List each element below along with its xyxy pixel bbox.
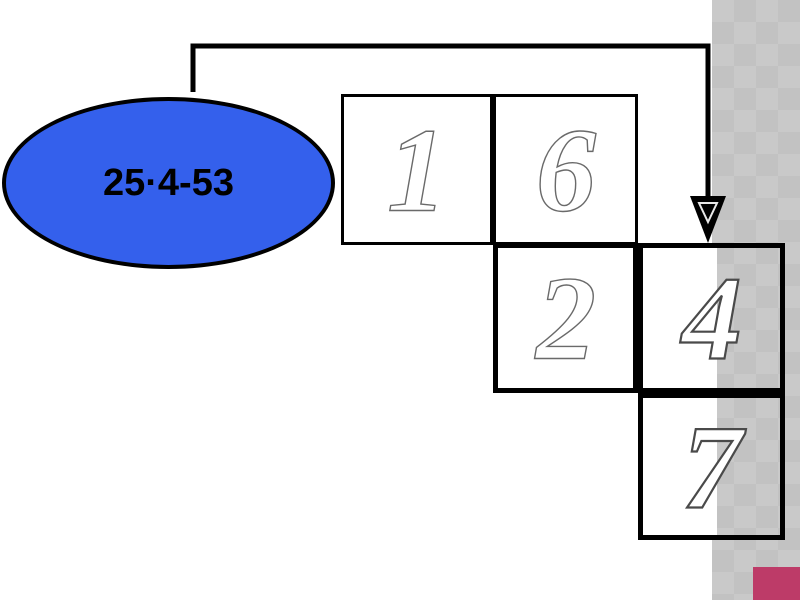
callout-label: 25·4-53 (103, 162, 234, 204)
grid-cell-4[interactable]: 4 (638, 243, 785, 393)
digit-text: 4 (680, 252, 742, 385)
digit-glyph-1: 1 (344, 97, 490, 242)
pink-square-marker (753, 567, 800, 600)
digit-text: 6 (536, 103, 596, 236)
grid-cell-2[interactable]: 2 (493, 243, 638, 393)
checkered-background-panel (712, 0, 800, 600)
digit-text: 1 (387, 103, 447, 236)
cell-4-white-half (643, 248, 717, 388)
digit-text: 7 (682, 400, 746, 533)
digit-glyph-4: 4 (643, 248, 780, 388)
grid-cell-7[interactable]: 7 (638, 393, 785, 540)
digit-glyph-6: 6 (496, 97, 635, 242)
grid-cell-1[interactable]: 1 (341, 94, 493, 245)
digit-glyph-2: 2 (498, 248, 633, 388)
grid-cell-6[interactable]: 6 (493, 94, 638, 245)
callout-ellipse[interactable]: 25·4-53 (2, 97, 335, 269)
digit-text: 2 (534, 252, 596, 385)
digit-glyph-7: 7 (643, 398, 780, 535)
cell-7-white-half (643, 398, 717, 535)
